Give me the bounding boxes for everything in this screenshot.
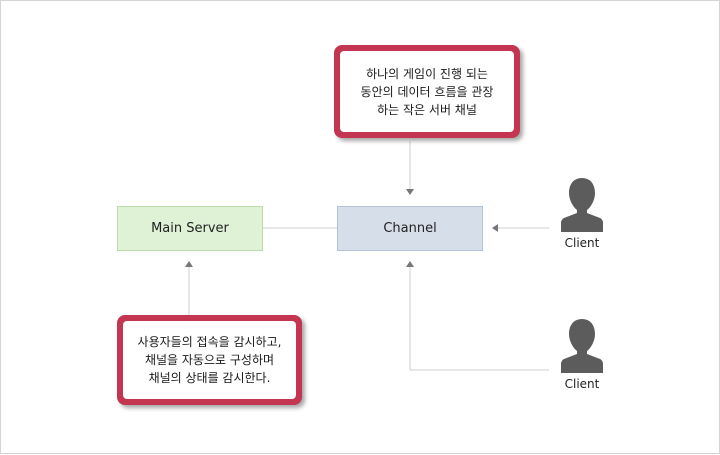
client-2: Client [552, 317, 612, 391]
note-line: 동안의 데이터 흐름을 관장 [360, 84, 494, 99]
main-server-description-note: 사용자들의 접속을 감시하고, 채널을 자동으로 구성하며 채널의 상태를 감시… [117, 315, 302, 405]
arrowhead-up [406, 261, 414, 267]
client-1: Client [552, 176, 612, 250]
arrowhead-left [492, 224, 498, 232]
note-line: 하는 작은 서버 채널 [377, 102, 477, 117]
user-silhouette-icon [561, 178, 603, 232]
arrowhead-down [406, 189, 414, 195]
channel-label: Channel [383, 221, 437, 236]
note-line: 채널의 상태를 감시한다. [148, 371, 271, 385]
client-label: Client [564, 377, 600, 391]
note-line: 사용자들의 접속을 감시하고, [137, 335, 282, 349]
channel-box: Channel [337, 206, 483, 251]
arrowhead-up [185, 261, 193, 267]
main-server-box: Main Server [117, 206, 263, 251]
client-label: Client [564, 236, 600, 250]
connector-client2-channel [409, 267, 549, 371]
note-line: 채널을 자동으로 구성하며 [144, 353, 275, 367]
user-silhouette-icon [561, 319, 603, 373]
main-server-label: Main Server [151, 221, 229, 236]
note-line: 하나의 게임이 진행 되는 [366, 66, 488, 81]
channel-description-note: 하나의 게임이 진행 되는 동안의 데이터 흐름을 관장 하는 작은 서버 채널 [334, 45, 520, 138]
